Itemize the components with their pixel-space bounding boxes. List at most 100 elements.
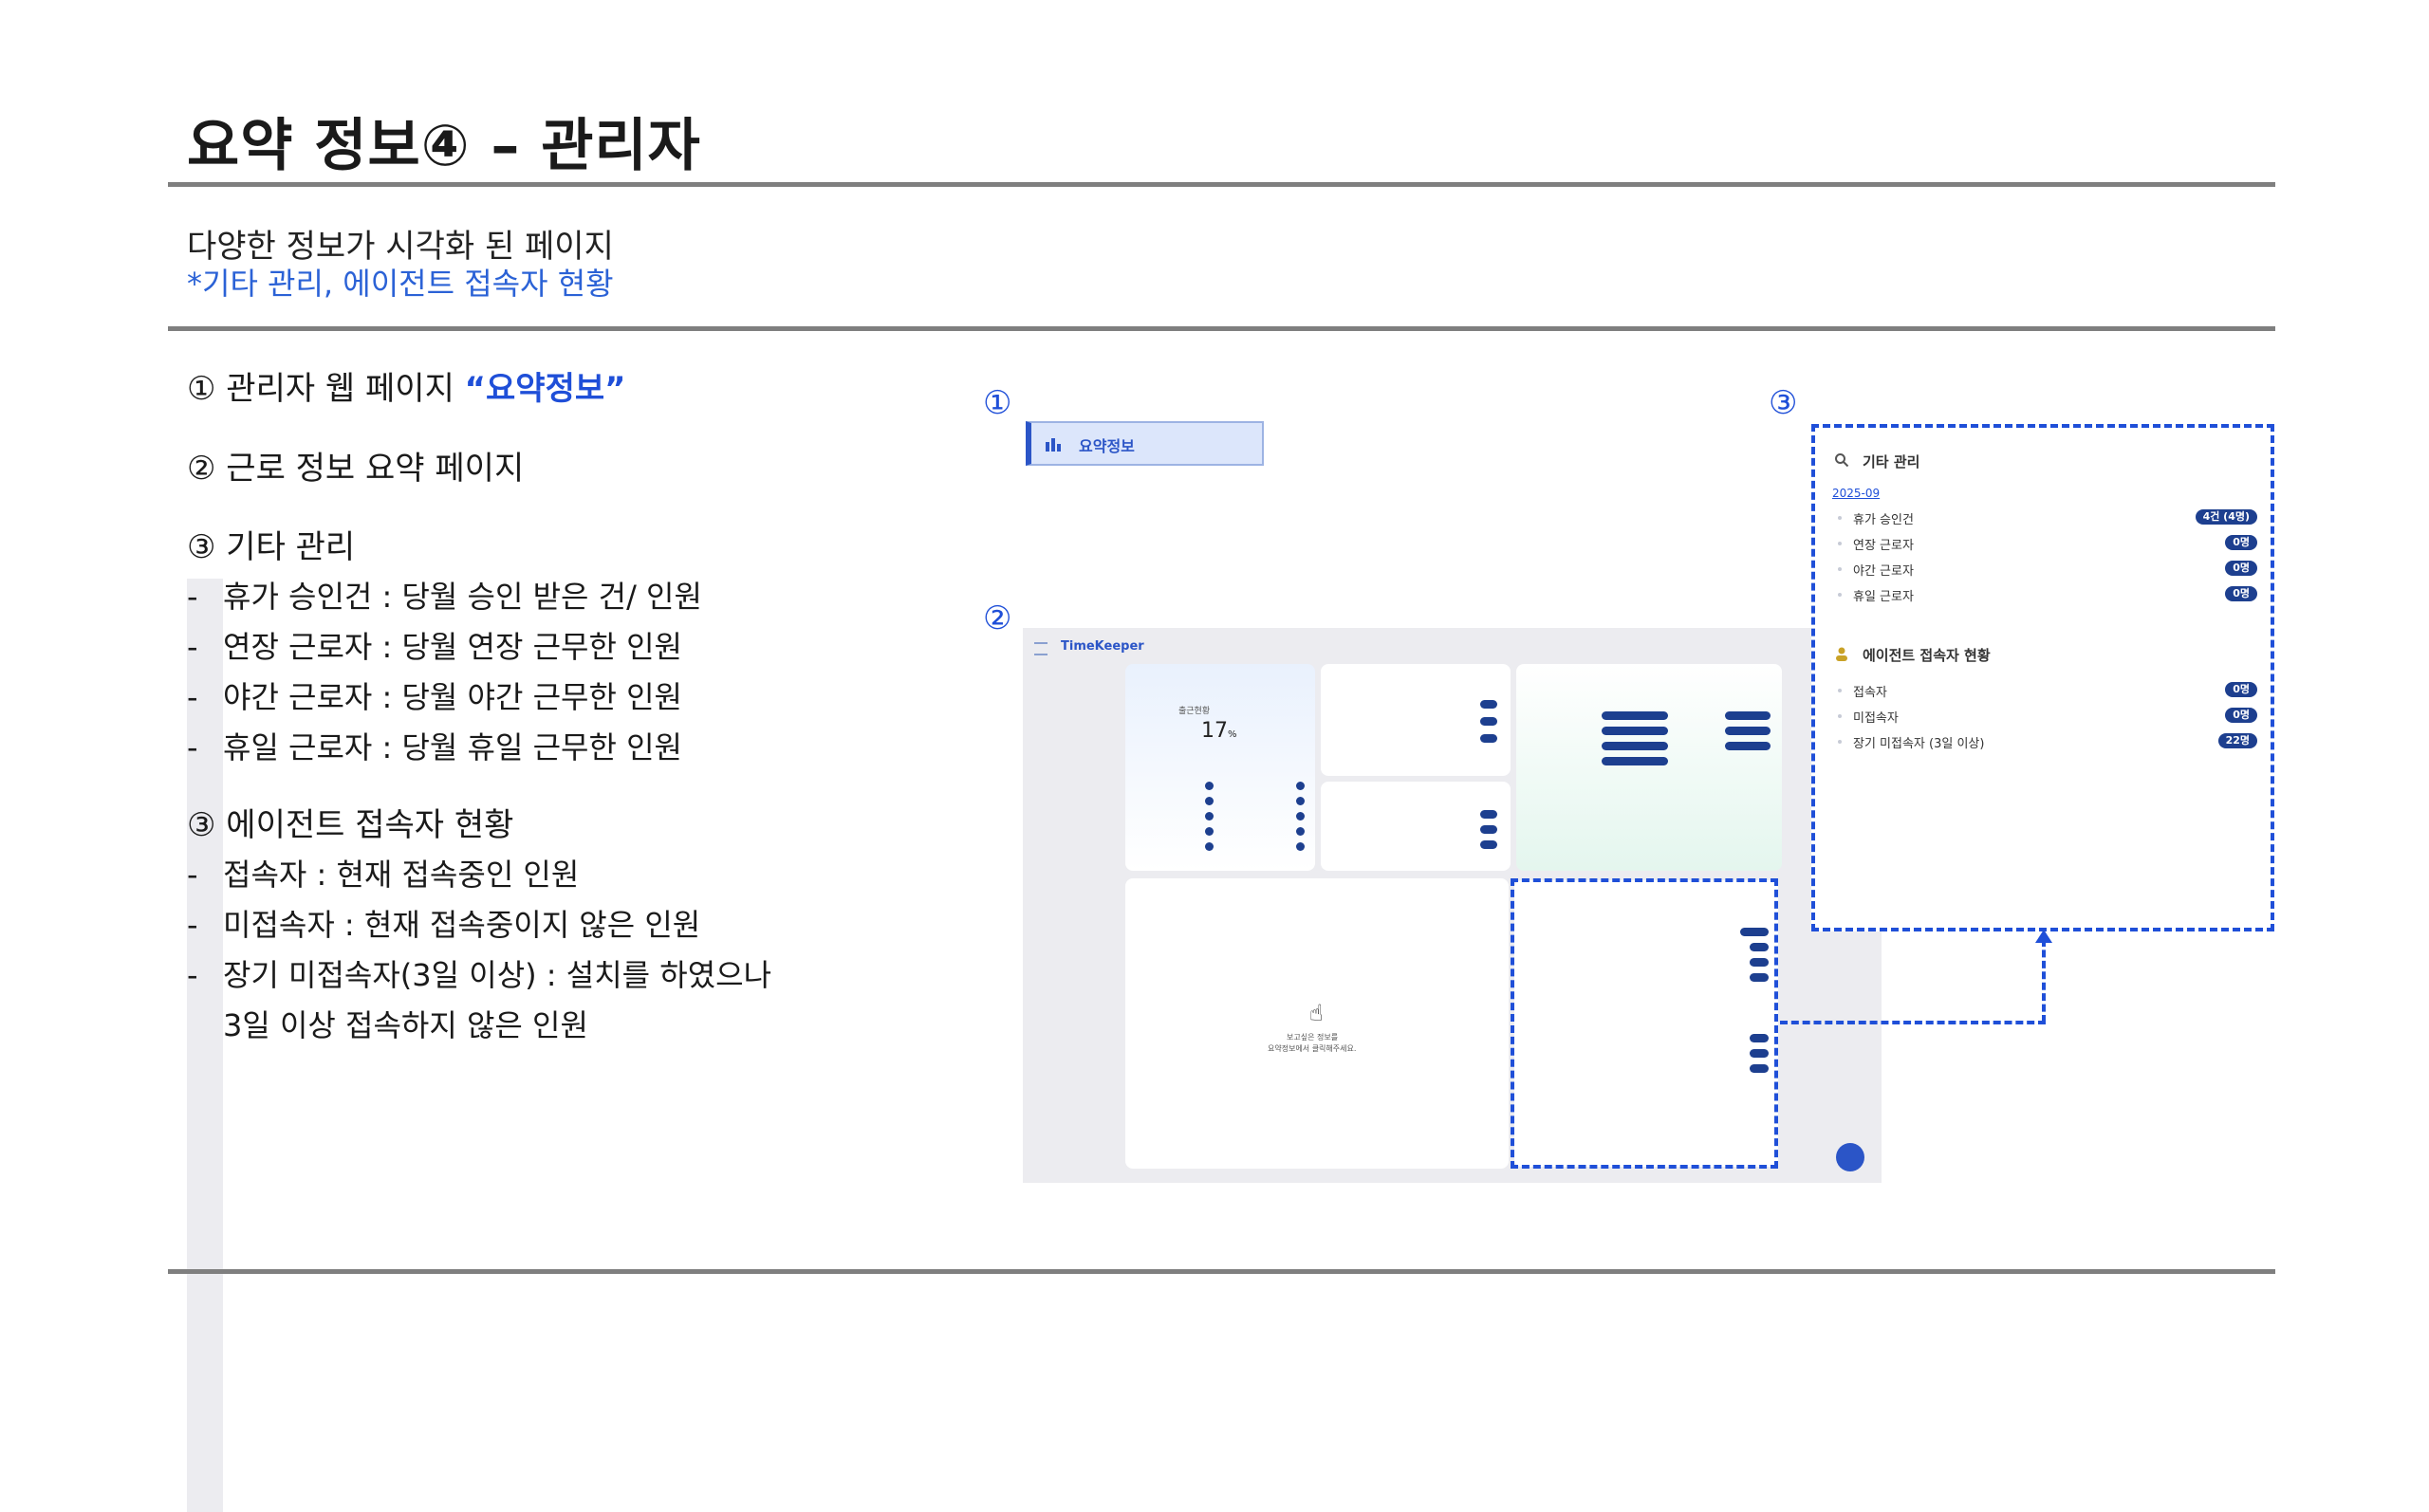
agent-row-not-connected[interactable]: 미접속자 0명 — [1832, 706, 2257, 727]
status-dot — [1205, 797, 1214, 805]
dashboard-screenshot: TimeKeeper 출근현황 17% ☝ — [1023, 628, 1882, 1183]
menu-icon[interactable] — [1034, 642, 1048, 655]
summary-nav-item[interactable]: 요약정보 — [1026, 421, 1264, 466]
status-dot — [1296, 842, 1305, 851]
bullet-long-absent-continued: 3일 이상 접속하지 않은 인원 — [223, 1007, 588, 1043]
attendance-value: 17% — [1201, 719, 1237, 743]
status-dot — [1205, 782, 1214, 790]
count-badge — [1480, 717, 1497, 726]
row-badge: 0명 — [2225, 682, 2257, 697]
pointing-hand-icon: ☝ — [1309, 1000, 1324, 1026]
item-summary-page: ① 관리자 웹 페이지 “요약정보” — [187, 362, 625, 409]
count-badge — [1480, 825, 1497, 834]
etc-title: 기타 관리 — [1863, 453, 1920, 470]
page-subtitle: 다양한 정보가 시각화 된 페이지 — [187, 228, 614, 266]
bullet-text: 미접속자 : 현재 접속중이지 않은 인원 — [223, 907, 701, 943]
bullet-dot — [1838, 714, 1842, 718]
row-label: 휴일 근로자 — [1853, 590, 1914, 604]
bullet-dot — [1838, 740, 1842, 744]
row-label: 휴가 승인건 — [1853, 513, 1914, 527]
connector-line — [2042, 939, 2046, 1023]
etc-date: 2025-09 — [1832, 487, 1881, 500]
status-dot — [1296, 797, 1305, 805]
count-badge — [1750, 958, 1769, 967]
row-label: 장기 미접속자 (3일 이상) — [1853, 737, 1985, 751]
row-label: 야간 근로자 — [1853, 564, 1914, 579]
etc-management-card[interactable] — [1514, 880, 1778, 1167]
chat-icon[interactable] — [1836, 1143, 1864, 1171]
row-label: 미접속자 — [1853, 711, 1899, 726]
status-dot — [1296, 782, 1305, 790]
workpattern-card[interactable] — [1516, 664, 1782, 871]
etc-highlight-box — [1511, 878, 1778, 1169]
count-badge — [1480, 810, 1497, 819]
count-badge — [1740, 928, 1769, 936]
attendance-unit: % — [1228, 729, 1237, 740]
status-dot — [1296, 812, 1305, 821]
item-summary-page-label: ① 관리자 웹 페이지 — [187, 370, 465, 408]
page-subtitle-note: *기타 관리, 에이전트 접속자 현황 — [187, 266, 614, 302]
progress-bar — [1602, 757, 1668, 765]
count-badge — [1750, 1034, 1769, 1042]
row-badge: 22명 — [2217, 733, 2257, 748]
row-label: 접속자 — [1853, 686, 1887, 700]
title-divider — [168, 182, 2275, 187]
progress-bar — [1602, 742, 1668, 750]
bullet-dot — [1838, 567, 1842, 571]
attendance-number: 17 — [1201, 719, 1228, 743]
count-badge — [1750, 1049, 1769, 1058]
count-badge — [1750, 973, 1769, 982]
progress-bar — [1725, 742, 1771, 750]
callout-1: ① — [983, 384, 1012, 422]
etc-row-night[interactable]: 야간 근로자 0명 — [1832, 559, 2257, 580]
agent-row-connected[interactable]: 접속자 0명 — [1832, 680, 2257, 701]
bullet-text: 접속자 : 현재 접속중인 인원 — [223, 857, 580, 893]
bullet-dot — [1838, 542, 1842, 545]
status-dot — [1205, 842, 1214, 851]
progress-bar — [1602, 711, 1668, 720]
callout-2: ② — [983, 599, 1012, 637]
agent-title: 에이전트 접속자 현황 — [1863, 647, 1991, 664]
row-badge: 0명 — [2225, 708, 2257, 723]
empty-message-line2: 요약정보에서 클릭해주세요. — [1268, 1044, 1357, 1053]
etc-row-overtime[interactable]: 연장 근로자 0명 — [1832, 533, 2257, 554]
timezone-card[interactable] — [1321, 782, 1511, 871]
page-title: 요약 정보④ – 관리자 — [187, 113, 701, 179]
bullet-text: 휴일 근로자 : 당월 휴일 근무한 인원 — [223, 729, 682, 765]
bullet-text: 야간 근로자 : 당월 야간 근무한 인원 — [223, 679, 682, 715]
search-icon — [1835, 453, 1849, 468]
item-work-summary: ② 근로 정보 요약 페이지 — [187, 450, 525, 488]
progress-bar — [1602, 727, 1668, 735]
status-dot — [1296, 827, 1305, 836]
item-other-management: ③ 기타 관리 — [187, 528, 356, 566]
item-summary-page-highlight: “요약정보” — [464, 370, 626, 408]
bullet-text: 휴가 승인건 : 당월 승인 받은 건/ 인원 — [223, 579, 702, 615]
progress-bar — [1725, 727, 1771, 735]
attendance-card[interactable]: 출근현황 17% — [1125, 664, 1315, 871]
bullet-dot — [1838, 593, 1842, 597]
worktype-card[interactable] — [1321, 664, 1511, 776]
status-dot — [1205, 812, 1214, 821]
count-badge — [1480, 840, 1497, 849]
row-badge: 4건 (4명) — [2195, 509, 2257, 525]
app-logo: TimeKeeper — [1061, 639, 1144, 654]
etc-row-leave[interactable]: 휴가 승인건 4건 (4명) — [1832, 507, 2257, 528]
bullet-dot — [1838, 516, 1842, 520]
count-badge — [1480, 734, 1497, 743]
item-agent-status: ③ 에이전트 접속자 현황 — [187, 806, 514, 844]
bullet-dot — [1838, 689, 1842, 692]
callout-3: ③ — [1769, 384, 1798, 422]
empty-message-line1: 보고싶은 정보를 — [1287, 1033, 1339, 1042]
count-badge — [1480, 700, 1497, 709]
row-badge: 0명 — [2225, 586, 2257, 601]
bullet-text: 연장 근로자 : 당월 연장 근무한 인원 — [223, 629, 682, 665]
row-label: 연장 근로자 — [1853, 539, 1914, 553]
count-badge — [1750, 943, 1769, 951]
detail-card[interactable]: ☝ 보고싶은 정보를 요약정보에서 클릭해주세요. — [1125, 878, 1509, 1169]
arrow-up-icon — [2035, 930, 2052, 943]
count-badge — [1750, 1064, 1769, 1073]
summary-nav-label: 요약정보 — [1079, 437, 1135, 455]
user-icon — [1836, 647, 1847, 661]
agent-row-long-absent[interactable]: 장기 미접속자 (3일 이상) 22명 — [1832, 731, 2257, 752]
etc-row-holiday[interactable]: 휴일 근로자 0명 — [1832, 584, 2257, 605]
